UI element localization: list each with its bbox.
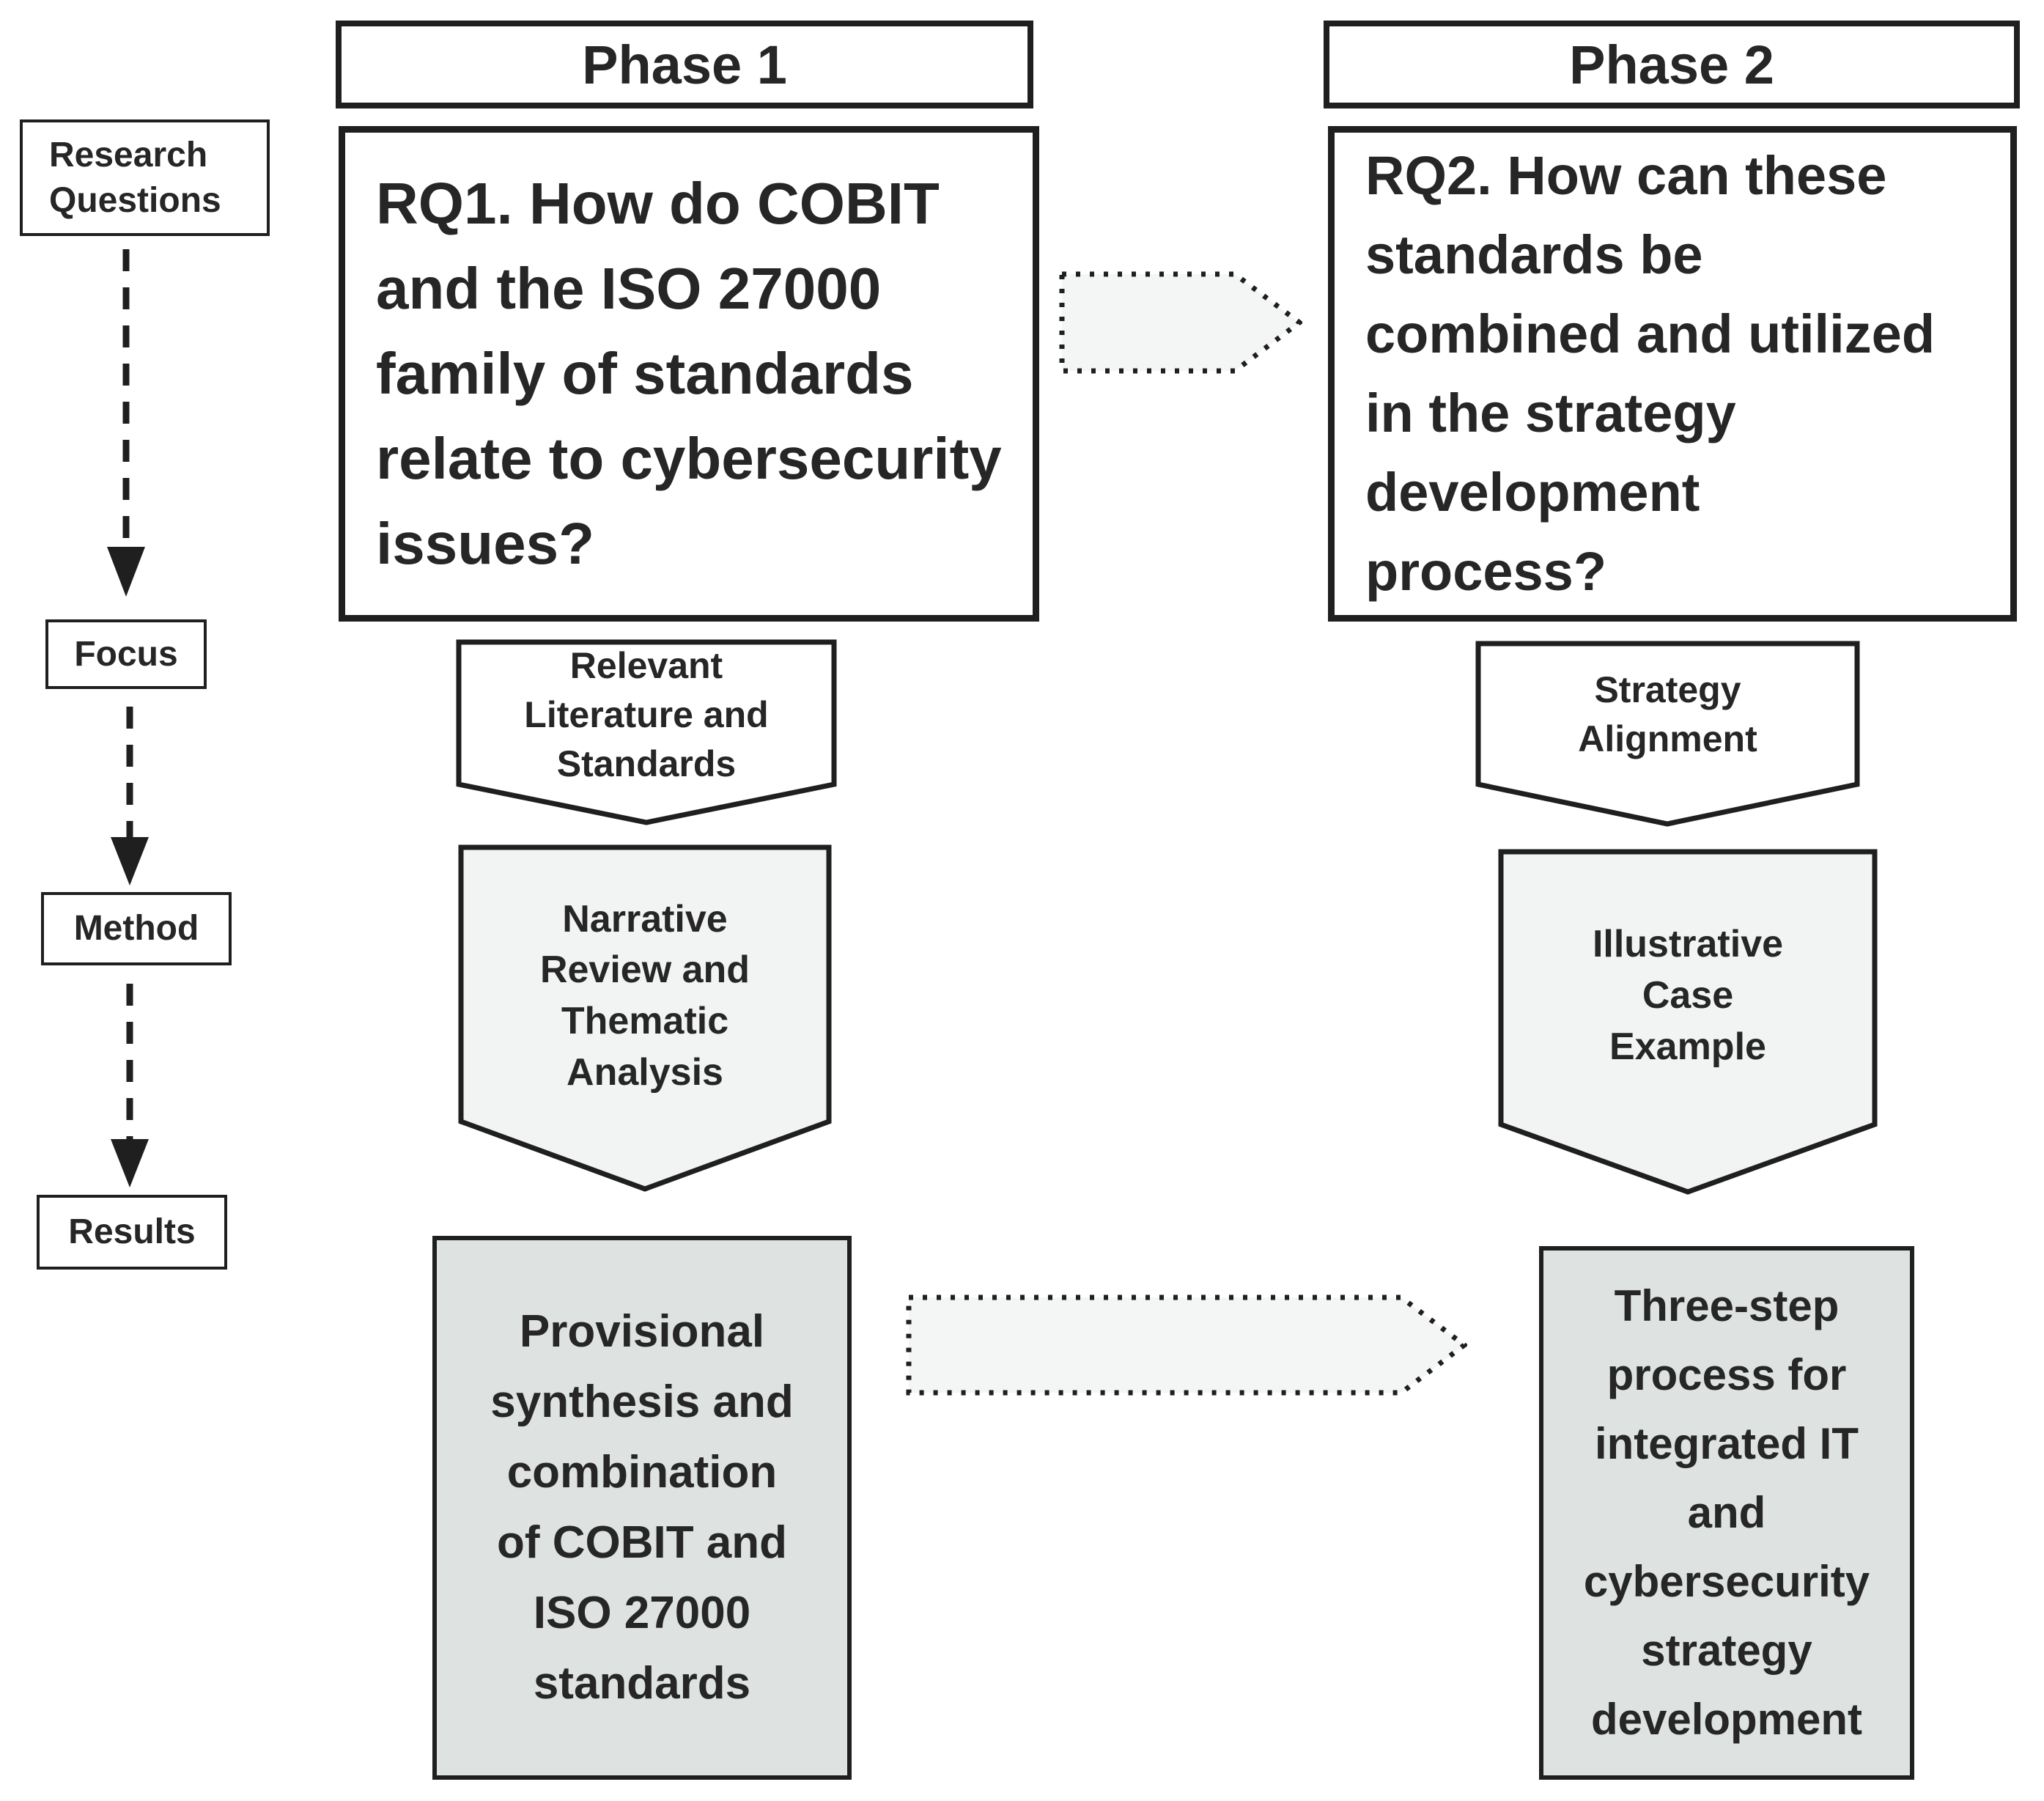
research-questions-label-box: Research Questions: [20, 119, 270, 236]
pentagon-down-shape: [458, 844, 832, 1192]
rq2-box: RQ2. How can these standards be combined…: [1328, 126, 2017, 622]
method-label: Method: [73, 909, 199, 949]
phase2-result-box: Three-step process for integrated IT and…: [1539, 1246, 1914, 1780]
pentagon-down-shape: [1475, 641, 1860, 827]
strategy-alignment-label: Strategy Alignment: [1578, 669, 1757, 759]
results-label-box: Results: [37, 1195, 227, 1270]
dotted-arrow-right-icon: [1059, 271, 1302, 374]
phase1-header-label: Phase 1: [582, 34, 787, 95]
phase2-result-text: Three-step process for integrated IT and…: [1583, 1281, 1870, 1744]
illustrative-case-label: Illustrative Case Example: [1592, 923, 1784, 1068]
narrative-review-pentagon: Narrative Review and Thematic Analysis: [458, 844, 832, 1192]
research-questions-label: Research Questions: [49, 136, 221, 220]
method-label-box: Method: [41, 892, 232, 965]
phase1-result-box: Provisional synthesis and combination of…: [432, 1236, 852, 1780]
dotted-arrow-right-icon: [906, 1294, 1467, 1396]
rq2-text: RQ2. How can these standards be combined…: [1365, 145, 1936, 602]
relevant-literature-pentagon: Relevant Literature and Standards: [456, 639, 837, 825]
phase2-header-box: Phase 2: [1324, 21, 2020, 108]
pentagon-down-shape: [456, 639, 837, 825]
narrative-review-label: Narrative Review and Thematic Analysis: [539, 897, 750, 1094]
rq1-text: RQ1. How do COBIT and the ISO 27000 fami…: [376, 171, 1002, 576]
strategy-alignment-pentagon: Strategy Alignment: [1475, 641, 1860, 827]
phase1-header-box: Phase 1: [336, 21, 1033, 108]
rq1-box: RQ1. How do COBIT and the ISO 27000 fami…: [339, 126, 1039, 622]
dashed-arrow-down-icon: [111, 707, 149, 885]
focus-label-box: Focus: [45, 619, 207, 689]
phase2-header-label: Phase 2: [1569, 34, 1774, 95]
focus-label: Focus: [74, 634, 178, 674]
phase1-result-text: Provisional synthesis and combination of…: [490, 1306, 794, 1709]
results-label: Results: [68, 1212, 196, 1252]
illustrative-case-pentagon: Illustrative Case Example: [1498, 849, 1878, 1195]
dashed-arrow-down-icon: [111, 984, 149, 1187]
dashed-arrow-down-icon: [107, 249, 145, 597]
pentagon-down-shape: [1498, 849, 1878, 1195]
relevant-literature-label: Relevant Literature and Standards: [524, 644, 769, 784]
